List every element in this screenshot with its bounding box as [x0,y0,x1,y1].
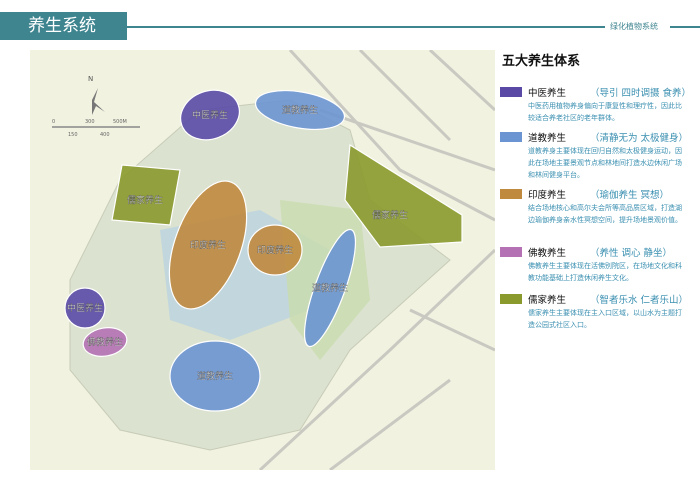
legend-desc: 中医药用植物养身偏向于康复性和理疗性，因此比较适合养老社区的老年群体。 [528,102,682,122]
legend-tag: （清静无为 太极健身） [590,133,689,144]
legend-desc: 佛教养生主要体现在活佛别院区，在场地文化和科教功能基础上打造休闲养生文化。 [528,262,682,282]
page-title: 养生系统 [0,12,127,40]
zone-label: 儒家养生 [372,209,408,221]
legend-tag: （智者乐水 仁者乐山） [590,295,689,306]
legend-desc: 道教养身主要体现在回归自然和太极健身运动，因此在场地主要景观节点和林地间打造水边… [528,147,682,179]
zone-area [344,143,463,248]
zone-area [64,287,106,329]
zone-area [254,90,346,130]
compass: N [88,75,105,115]
header-divider-right [670,26,700,28]
zone-area [180,89,240,141]
svg-text:400: 400 [100,132,110,138]
header-divider [127,26,605,28]
zone-area [111,164,181,226]
legend-desc: 儒家养生主要体现在主入口区域，以山水为主题打造公园式社区入口。 [528,309,682,329]
legend-swatch [500,247,522,257]
scale-bar: 0 300 500M 150 400 [52,119,140,138]
legend-name: 儒家养生 [528,295,567,306]
legend-desc: 结合场地核心和高尔夫会所等高品质区域，打造湖边瑜伽养身亲水性冥想空间，提升场地景… [528,204,682,224]
zone-label: 儒家养生 [127,194,163,206]
legend-name: 中医养生 [528,88,567,99]
svg-text:500M: 500M [113,119,127,125]
zone-area [303,228,357,348]
svg-text:300: 300 [85,119,95,125]
svg-text:150: 150 [68,132,78,138]
zone-label: 道教养生 [312,282,348,294]
zone-area [168,180,248,310]
zone-area [247,224,303,276]
roads [258,48,497,472]
zone-area [82,327,128,357]
zone-label: 印度养生 [190,239,226,251]
zone-label: 印度养生 [257,244,293,256]
section-subtitle: 绿化植物系统 [610,22,658,31]
legend-tag: （导引 四时调摄 食养） [590,88,692,99]
zone-label: 道教养生 [282,104,318,116]
legend-swatch [500,294,522,304]
legend-name: 佛教养生 [528,248,567,259]
svg-text:0: 0 [52,119,55,125]
legend-tag: （养性 调心 静坐） [590,248,673,259]
site-map: N 0 300 500M 150 400 中医养生道教养生儒家养生儒家养生印度养… [30,48,497,472]
zone-label: 道教养生 [197,370,233,382]
site-plan: N 0 300 500M 150 400 中医养生道教养生儒家养生儒家养生印度养… [52,48,497,472]
legend-name: 印度养生 [528,190,567,201]
zone-label: 中医养生 [192,109,228,121]
zone-label: 佛教养生 [87,336,123,348]
zone-area [169,340,261,412]
legend-name: 道教养生 [528,133,567,144]
legend-tag: （瑜伽养生 冥想） [590,190,670,201]
legend-swatch [500,87,522,97]
zone-label: 中医养生 [67,302,103,314]
legend-title: 五大养生体系 [502,54,581,69]
legend-swatch [500,132,522,142]
legend-swatch [500,189,522,199]
north-label: N [88,75,93,83]
